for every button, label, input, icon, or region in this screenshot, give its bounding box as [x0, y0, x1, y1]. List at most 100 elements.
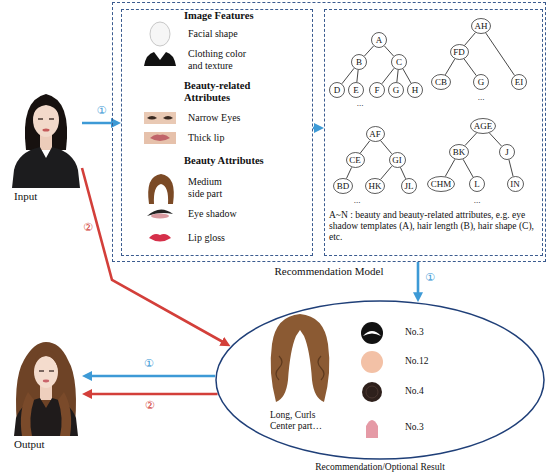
node-letter: H	[412, 86, 419, 95]
panel-note: A~N : beauty and beauty-related attribut…	[329, 210, 539, 243]
tree-node: BK	[449, 144, 469, 160]
output-photo	[34, 356, 58, 388]
ellipsis-mark: ...	[353, 196, 362, 206]
node-letter: BK	[453, 148, 466, 157]
tree-node: AGE	[470, 118, 496, 134]
tree-node: C	[391, 54, 407, 70]
input-photo	[25, 94, 67, 150]
output-photo	[21, 392, 34, 436]
circle-outline	[346, 153, 364, 168]
circle-outline	[472, 19, 491, 34]
ellipse-outline	[216, 301, 544, 459]
node-letter: EI	[515, 78, 524, 87]
node-letter: GI	[392, 156, 402, 165]
text-slot: A~N : beauty and beauty-related attribut…	[329, 210, 539, 243]
ellipsis-mark: ...	[356, 99, 365, 109]
circle-outline	[500, 145, 515, 160]
node-letter: BD	[337, 182, 350, 191]
circle-outline	[450, 45, 468, 60]
result-icons	[271, 314, 383, 438]
feature-icons	[144, 52, 176, 66]
input-photo	[10, 86, 82, 188]
edge-label-slot: ②	[144, 400, 156, 412]
template-number: No.3	[405, 327, 455, 338]
panel-caption: Recommendation/Optional Result	[215, 462, 545, 473]
tree-branch	[465, 33, 476, 46]
edge-label-slot: ①	[143, 358, 155, 370]
template-number: No.4	[405, 386, 455, 397]
text-slot: Long, Curls Center part…	[270, 410, 332, 432]
result-ellipse: Long, Curls Center part…No.3No.12No.4No.…	[215, 300, 545, 460]
node-letter: E	[353, 86, 359, 95]
ellipsis-mark: ...	[473, 196, 482, 206]
input-photo	[33, 100, 59, 114]
circle-outline	[470, 177, 485, 192]
tree-branch	[357, 70, 358, 82]
tree-branch	[346, 167, 351, 178]
tree-node: FD	[450, 44, 469, 60]
step-number: ①	[143, 358, 155, 370]
node-letter: B	[356, 58, 362, 67]
circle-outline	[366, 127, 384, 142]
feature-icons	[147, 116, 157, 120]
text-slot: Input	[14, 190, 78, 203]
feature-item: Clothing color and texture	[188, 48, 260, 71]
tree-node: GI	[389, 152, 406, 168]
flow-arrow	[87, 375, 215, 378]
tree-branch	[509, 160, 513, 176]
input-photo	[49, 118, 54, 119]
tree-node: G	[473, 74, 489, 90]
tree-node: CE	[346, 152, 365, 168]
text-slot: Clothing color and texture	[188, 48, 260, 71]
template-number: No.3	[405, 422, 455, 433]
node-letter: F	[374, 86, 379, 95]
template-number: No.12	[405, 356, 455, 367]
text-slot: Recommendation/Optional Result	[215, 462, 545, 473]
feature-icons	[150, 134, 170, 141]
text-slot: Narrow Eyes	[188, 112, 298, 124]
tree-branch	[403, 69, 411, 83]
tree-node: J	[499, 144, 515, 160]
result-icons	[361, 351, 383, 373]
edge-label-slot: ②	[82, 222, 94, 234]
circle-outline	[507, 177, 523, 192]
tree-branch	[342, 68, 354, 83]
feature-item: Thick lip	[188, 132, 298, 144]
text-slot: Recommendation Model	[113, 265, 545, 278]
tree-branch	[445, 59, 454, 75]
tree-node: H	[407, 82, 423, 98]
input-photo	[38, 118, 43, 119]
node-letter: FD	[453, 48, 465, 57]
text-slot: Beauty-related Attributes	[184, 80, 264, 104]
edge-label-slot: ①	[96, 105, 108, 117]
circle-outline	[392, 55, 407, 70]
tree-node: L	[469, 176, 485, 192]
circle-outline	[366, 179, 385, 194]
circle-outline	[408, 83, 423, 98]
feature-panel: Image FeaturesFacial shapeClothing color…	[121, 9, 313, 256]
tree-branch	[364, 46, 373, 56]
photo-caption: Output	[14, 438, 78, 451]
panel-caption: Recommendation Model	[113, 265, 545, 278]
tree-node: JL	[401, 178, 417, 194]
feature-icons	[144, 112, 176, 124]
circle-outline	[334, 179, 353, 194]
node-letter: JL	[405, 182, 414, 191]
tree-branch	[381, 141, 392, 154]
section-heading: Image Features	[184, 10, 308, 22]
tree-node: BD	[333, 178, 353, 194]
circle-outline	[349, 83, 364, 98]
ellipsis-mark: ...	[477, 93, 486, 103]
text-slot: Image Features	[184, 10, 308, 22]
step-number: ②	[82, 222, 94, 234]
tree-node: AF	[366, 126, 385, 142]
label-slot: ...	[473, 196, 482, 206]
result-icons	[361, 322, 383, 344]
section-heading: Beauty Attributes	[184, 155, 308, 167]
node-letter: CHM	[431, 180, 452, 189]
tree-branch	[400, 167, 405, 178]
step-number: ②	[144, 400, 156, 412]
